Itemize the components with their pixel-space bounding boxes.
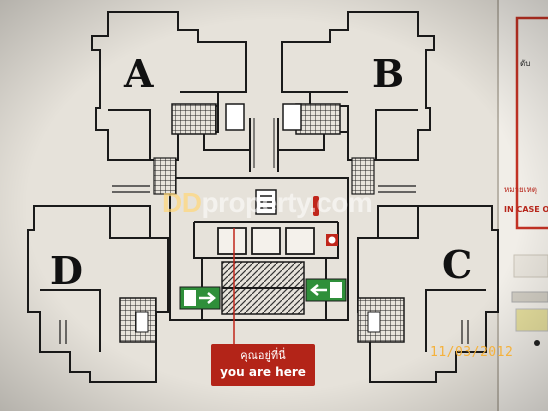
photo-date-stamp: 11/03/2012 bbox=[430, 345, 514, 360]
you-are-here-sign: คุณอยู่ที่นี่ you are here bbox=[211, 344, 315, 386]
unit-label-c: C bbox=[442, 242, 473, 287]
watermark: DDproperty.com bbox=[162, 187, 373, 218]
unit-label-d: D bbox=[50, 248, 83, 293]
legend-corner-label: ดับ bbox=[520, 59, 531, 68]
legend-thai-heading: หมายเหตุ bbox=[504, 185, 537, 194]
unit-label-a: A bbox=[124, 51, 154, 96]
unit-label-b: B bbox=[372, 51, 405, 96]
you-are-here-thai: คุณอยู่ที่นี่ bbox=[240, 349, 286, 362]
you-are-here-english: you are here bbox=[220, 365, 306, 379]
legend-english-heading: IN CASE OF bbox=[504, 205, 548, 214]
